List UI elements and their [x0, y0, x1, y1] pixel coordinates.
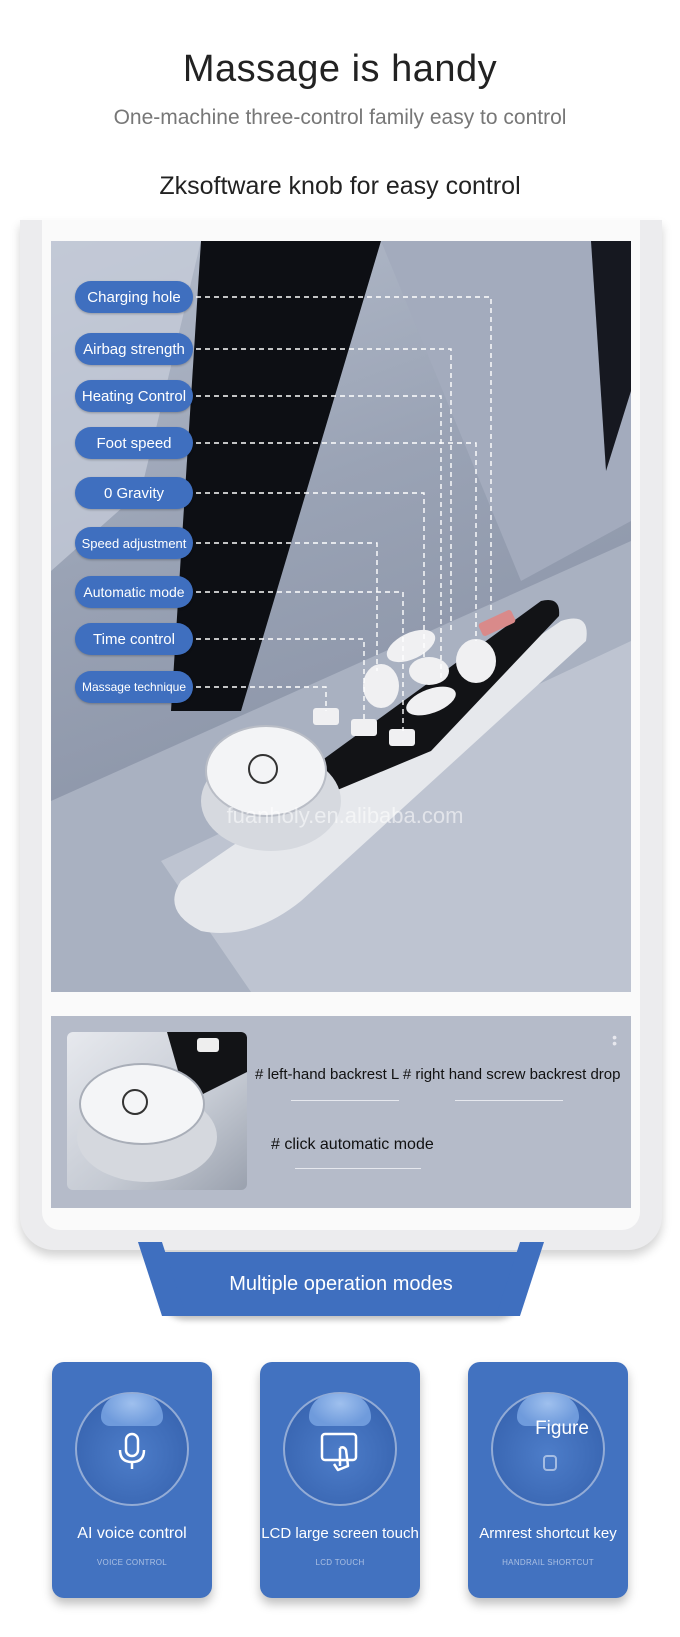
product-photo: Charging hole Airbag strength Heating Co…	[51, 241, 631, 992]
leader-airbag	[187, 348, 452, 631]
detail-text-backrest: # left-hand backrest L # right hand scre…	[255, 1066, 621, 1083]
feature-label: AI voice control	[77, 1525, 187, 1542]
page-subtitle: One-machine three-control family easy to…	[113, 106, 567, 129]
leader-technique	[187, 686, 327, 711]
seat-gap-shape	[171, 241, 381, 711]
feature-dome	[309, 1394, 371, 1426]
remote-base-shape	[174, 618, 587, 933]
remote-illustration	[51, 241, 631, 992]
callout-charging-hole: Charging hole	[75, 281, 193, 313]
right-cushion-shape	[381, 241, 631, 581]
auto-mode-button	[389, 729, 415, 746]
knob-closeup-photo	[67, 1032, 247, 1190]
right-gap-shape	[591, 241, 631, 471]
feature-label: LCD large screen touch	[261, 1525, 419, 1542]
feature-sublabel: LCD TOUCH	[315, 1558, 365, 1567]
detail-panel: •• # left-hand backrest L # right hand s…	[51, 1016, 631, 1208]
leader-time	[187, 638, 365, 721]
feature-label: Armrest shortcut key	[479, 1525, 617, 1542]
detail-text-auto-mode: # click automatic mode	[271, 1136, 434, 1153]
feature-sublabel: VOICE CONTROL	[96, 1558, 168, 1567]
feature-dome	[101, 1394, 163, 1426]
detail-underline-3	[295, 1168, 421, 1169]
more-dots-icon: ••	[612, 1029, 617, 1051]
callout-heating-control: Heating Control	[75, 380, 193, 412]
time-button	[351, 719, 377, 736]
knob-top	[205, 725, 327, 817]
airbag-button	[386, 629, 436, 663]
charging-port	[478, 610, 516, 636]
callout-speed-adjustment: Speed adjustment	[75, 527, 193, 559]
operation-modes-tab: Multiple operation modes	[160, 1252, 522, 1316]
touch-screen-icon	[320, 1432, 358, 1472]
callout-foot-speed: Foot speed	[75, 427, 193, 459]
feature-card-lcd: LCD large screen touch LCD TOUCH	[260, 1362, 420, 1598]
massage-technique-button	[313, 708, 339, 725]
feature-card-armrest: Figure Armrest shortcut key HANDRAIL SHO…	[468, 1362, 628, 1598]
knob-closeup-illustration	[77, 1032, 247, 1182]
leader-foot	[187, 442, 477, 641]
leader-speed	[187, 542, 378, 671]
leader-charging	[187, 296, 492, 613]
callout-time-control: Time control	[75, 623, 193, 655]
leader-auto	[187, 591, 404, 731]
foot-speed-button	[456, 639, 496, 683]
speed-adjust-button	[363, 664, 399, 708]
leader-lines	[187, 296, 492, 731]
callout-zero-gravity: 0 Gravity	[75, 477, 193, 509]
leader-zero-gravity	[187, 492, 425, 659]
feature-dome	[517, 1394, 579, 1426]
heating-button	[406, 686, 456, 716]
leader-heating	[187, 395, 442, 681]
callout-massage-technique: Massage technique	[75, 671, 193, 703]
armrest-key-icon	[543, 1455, 557, 1471]
power-icon	[248, 754, 278, 784]
closeup-home-button	[197, 1038, 219, 1052]
section-title: Zksoftware knob for easy control	[159, 172, 521, 200]
callout-automatic-mode: Automatic mode	[75, 576, 193, 608]
feature-card-voice: AI voice control VOICE CONTROL	[52, 1362, 212, 1598]
callout-airbag-strength: Airbag strength	[75, 333, 193, 365]
feature-sublabel: HANDRAIL SHORTCUT	[502, 1558, 594, 1567]
page-title: Massage is handy	[182, 48, 498, 90]
microphone-icon	[118, 1432, 146, 1469]
figure-overlay-text: Figure	[535, 1418, 589, 1439]
closeup-knob-top	[79, 1063, 205, 1145]
watermark: fuanholy.en.alibaba.com	[226, 803, 464, 828]
detail-underline-1	[291, 1100, 399, 1101]
closeup-power-icon	[122, 1089, 148, 1115]
zero-gravity-button	[409, 657, 449, 685]
detail-underline-2	[455, 1100, 563, 1101]
